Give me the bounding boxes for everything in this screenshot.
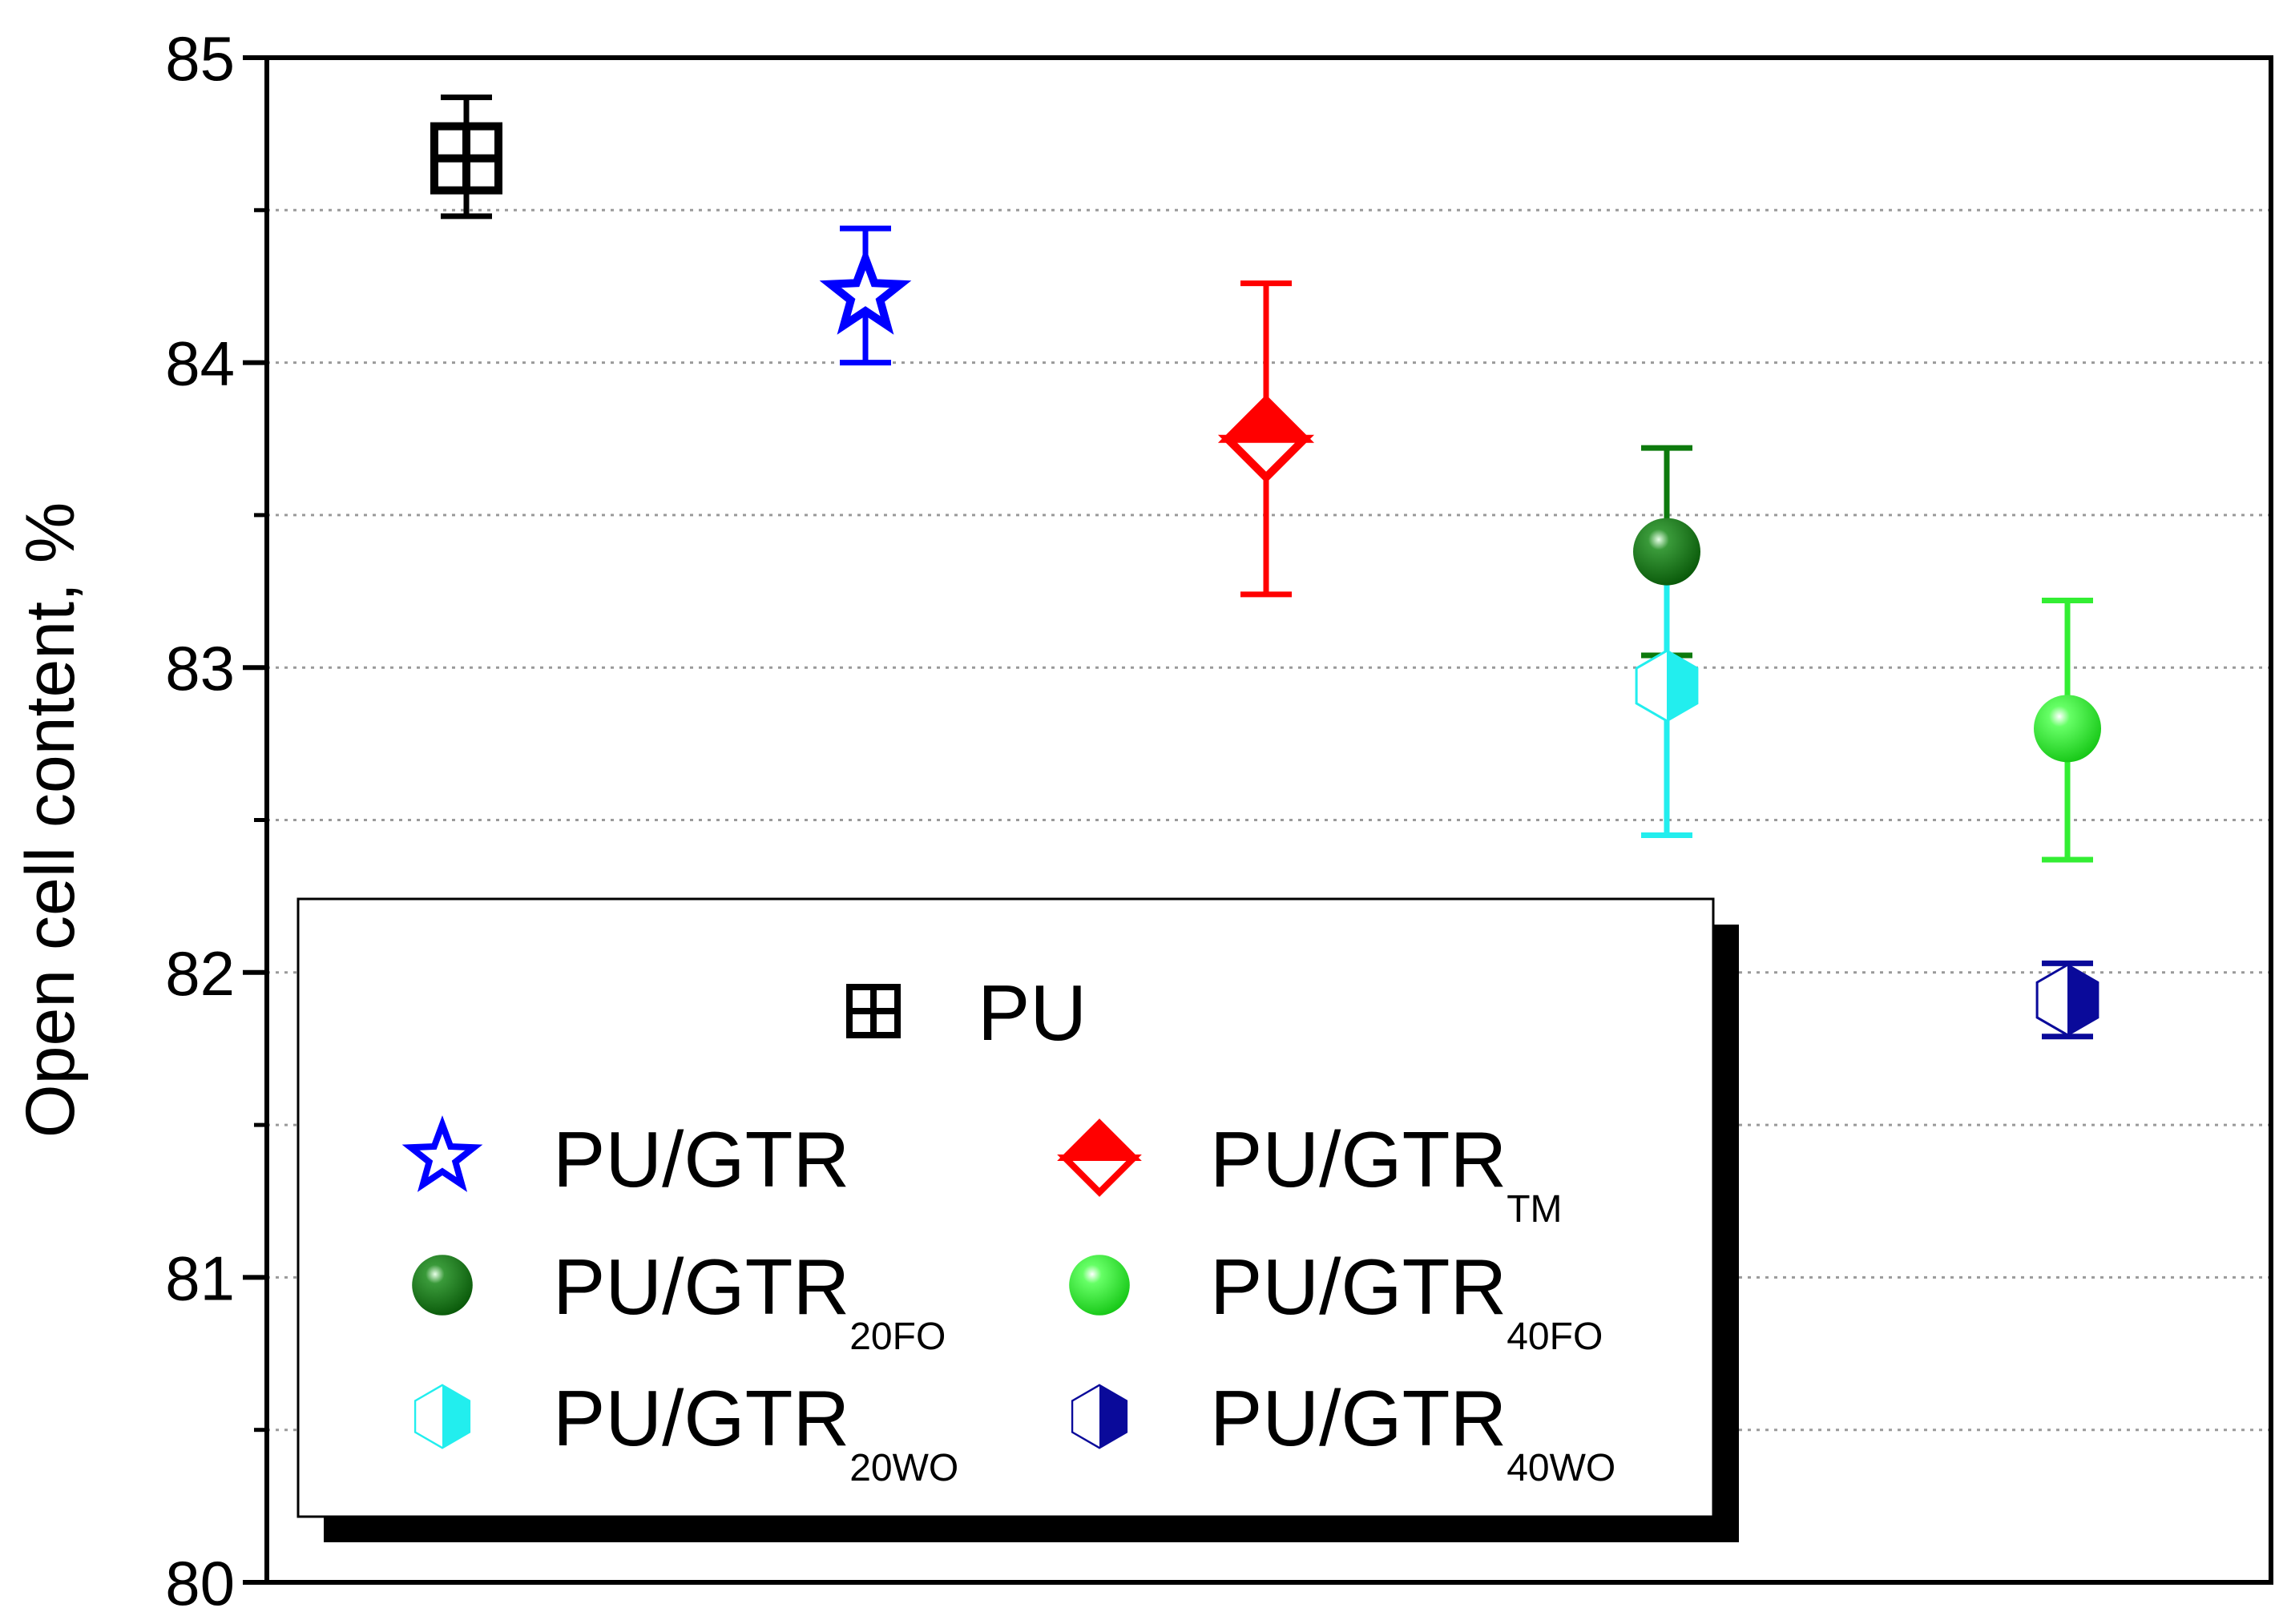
legend-label-base: PU/GTR — [553, 1115, 849, 1203]
data-point-0 — [430, 122, 502, 195]
legend-item: PU/GTRTM — [1057, 1115, 1563, 1231]
legend-label-base: PU/GTR — [1210, 1374, 1507, 1462]
square-grid-icon — [846, 984, 901, 1038]
legend-label: PU/GTRTM — [1210, 1115, 1563, 1231]
sphere-shape — [1069, 1255, 1130, 1316]
sphere-icon — [412, 1255, 473, 1316]
hexagon-left-highlight — [416, 1386, 442, 1447]
legend-item: PU/GTR20WO — [413, 1374, 958, 1489]
half-hexagon-icon — [1071, 1384, 1128, 1449]
legend-label: PU/GTR40WO — [1210, 1374, 1615, 1489]
sphere-shape — [412, 1255, 473, 1316]
data-point-1 — [819, 247, 912, 335]
legend-label-subscript: 20WO — [849, 1447, 958, 1489]
legend-label-base: PU/GTR — [1210, 1115, 1507, 1203]
legend-label-subscript: 20FO — [849, 1316, 946, 1358]
legend-label-subscript: TM — [1507, 1188, 1562, 1231]
sphere-icon — [1069, 1255, 1130, 1316]
legend-item: PU/GTR20FO — [412, 1243, 946, 1358]
star-icon — [401, 1115, 483, 1192]
hexagon-left-highlight — [1637, 652, 1667, 720]
legend-item: PU/GTR40FO — [1069, 1243, 1603, 1358]
legend-item: PU/GTR40WO — [1071, 1374, 1615, 1489]
data-point-5 — [1635, 649, 1699, 723]
y-tick-label: 81 — [165, 1243, 235, 1313]
hexagon-left-highlight — [2038, 966, 2067, 1034]
legend-label: PU/GTR20WO — [553, 1374, 958, 1489]
sphere-shape — [1633, 518, 1700, 586]
data-point-4 — [2034, 695, 2101, 763]
legend-label: PU — [978, 969, 1087, 1057]
half-hexagon-icon — [413, 1384, 471, 1449]
legend-label-base: PU/GTR — [553, 1243, 849, 1331]
legend-label-base: PU — [978, 969, 1087, 1057]
diamond-bottom-open — [1057, 1155, 1142, 1197]
legend-label-subscript: 40WO — [1507, 1447, 1615, 1489]
legend-label-subscript: 40FO — [1507, 1316, 1603, 1358]
diamond-bottom-open — [1217, 434, 1315, 483]
y-axis-title: Open cell content, % — [12, 502, 89, 1138]
sphere-shape — [2034, 695, 2101, 763]
legend-label: PU/GTR20FO — [553, 1243, 946, 1358]
diamond-top-filled — [1217, 394, 1315, 443]
data-point-3 — [1633, 518, 1700, 586]
legend-label: PU/GTR — [553, 1115, 849, 1203]
legend-label: PU/GTR40FO — [1210, 1243, 1603, 1358]
data-point-6 — [2035, 963, 2099, 1037]
y-tick-label: 84 — [165, 328, 235, 399]
legend-item: PU/GTR — [401, 1115, 849, 1203]
legend-label-base: PU/GTR — [553, 1374, 849, 1462]
half-diamond-icon — [1057, 1118, 1142, 1197]
y-tick-label: 83 — [165, 633, 235, 703]
legend-box — [296, 897, 1715, 1518]
legend-item: PU — [846, 969, 1087, 1057]
y-tick-label: 85 — [165, 23, 235, 94]
y-tick-label: 80 — [165, 1548, 235, 1618]
y-tick-label: 82 — [165, 938, 235, 1009]
hexagon-left-highlight — [1073, 1386, 1099, 1447]
star-shape — [819, 247, 912, 335]
data-point-2 — [1217, 394, 1315, 483]
star-shape — [401, 1115, 483, 1192]
legend-label-base: PU/GTR — [1210, 1243, 1507, 1331]
